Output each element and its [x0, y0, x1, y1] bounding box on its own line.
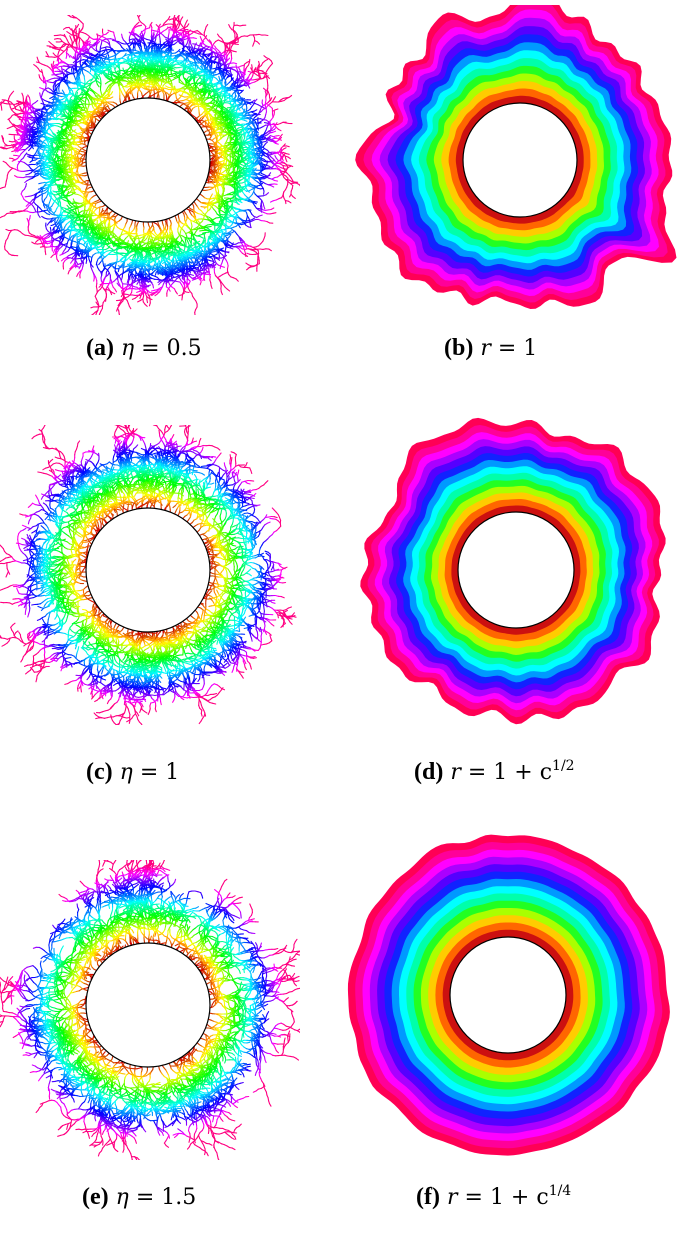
panel-f-contour-rings [347, 834, 670, 1156]
caption-b-var: r [480, 336, 491, 361]
caption-d-value: 1 + c [493, 760, 552, 785]
caption-e-label: (e) [82, 1184, 109, 1210]
panel-c-dla-cluster [0, 425, 297, 725]
caption-f-exponent: 1/4 [549, 1183, 572, 1199]
caption-f-value: 1 + c [490, 1185, 549, 1210]
inner-circle [462, 102, 578, 218]
caption-e: (e) η = 1.5 [82, 1183, 196, 1212]
seed-circle [85, 97, 211, 223]
caption-e-eq: = [129, 1185, 161, 1210]
caption-f-eq: = [458, 1185, 490, 1210]
caption-b-eq: = [491, 336, 523, 361]
inner-circle [449, 936, 567, 1054]
caption-d-eq: = [461, 760, 493, 785]
caption-d: (d) r = 1 + c1/2 [414, 758, 575, 787]
panel-e-dla-cluster [0, 860, 300, 1160]
caption-d-var: r [450, 760, 461, 785]
dla-branches [0, 860, 300, 1160]
caption-c-value: 1 [165, 760, 179, 785]
caption-c-var: η [120, 760, 133, 785]
caption-b-label: (b) [444, 335, 473, 361]
caption-e-var: η [116, 1185, 129, 1210]
panel-d-contour-rings [360, 417, 666, 725]
caption-a-var: η [121, 336, 134, 361]
caption-f-var: r [447, 1185, 458, 1210]
inner-circle [457, 511, 575, 629]
dla-branches [0, 425, 297, 725]
panel-b-contour-rings [355, 5, 677, 309]
caption-a-value: 0.5 [167, 336, 202, 361]
caption-c-eq: = [133, 760, 165, 785]
seed-circle [85, 942, 211, 1068]
caption-e-value: 1.5 [161, 1185, 196, 1210]
caption-f: (f) r = 1 + c1/4 [416, 1183, 571, 1212]
caption-d-exponent: 1/2 [552, 758, 575, 774]
caption-b-value: 1 [523, 336, 537, 361]
caption-d-label: (d) [414, 759, 443, 785]
caption-a-label: (a) [86, 335, 114, 361]
caption-b: (b) r = 1 [444, 334, 537, 363]
caption-c: (c) η = 1 [86, 758, 179, 787]
seed-circle [85, 507, 211, 633]
panel-a-dla-cluster [0, 15, 300, 315]
caption-a-eq: = [134, 336, 166, 361]
caption-a: (a) η = 0.5 [86, 334, 202, 363]
caption-f-label: (f) [416, 1184, 440, 1210]
dla-branches [0, 15, 300, 315]
caption-c-label: (c) [86, 759, 113, 785]
